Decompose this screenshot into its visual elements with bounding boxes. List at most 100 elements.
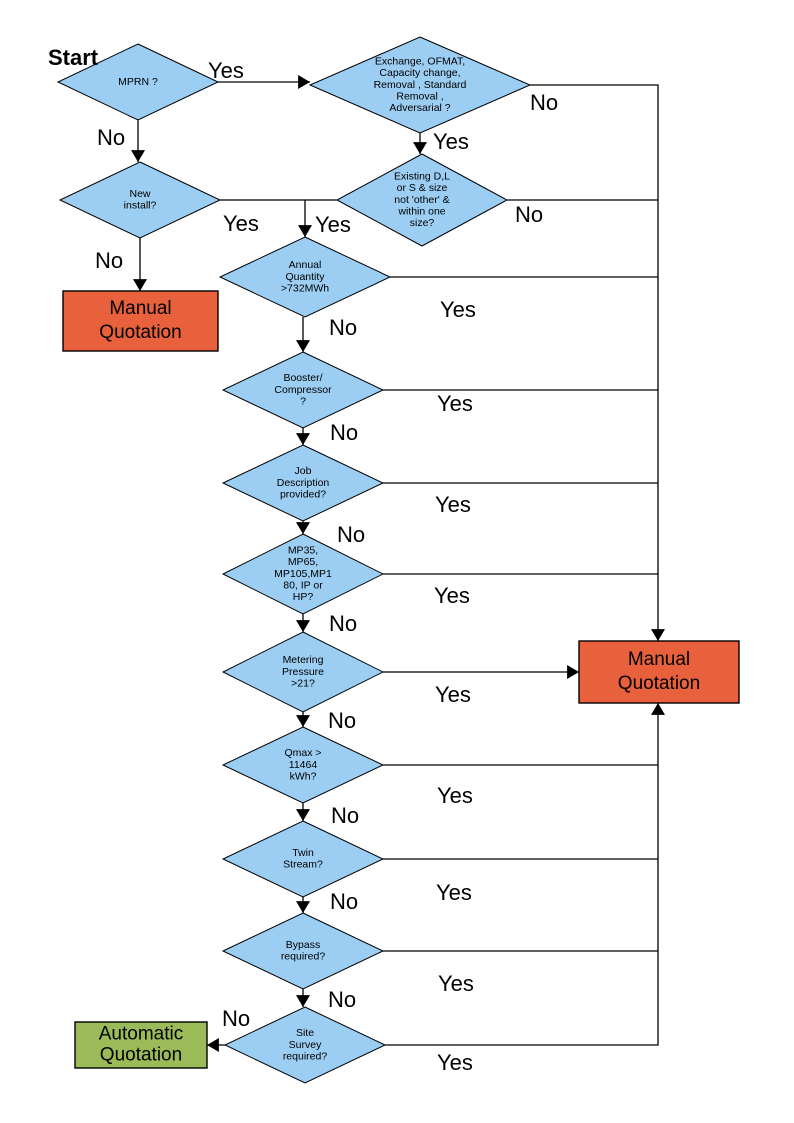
- edge-label-existing-dls-yes: Yes: [315, 212, 351, 237]
- terminal-text-line: Quotation: [100, 1045, 182, 1066]
- node-text-line: or S & size: [397, 182, 448, 194]
- node-text-line: MPRN ?: [118, 76, 158, 88]
- node-layer: MPRN ?Exchange, OFMAT,Capacity change,Re…: [56, 36, 740, 1084]
- decision-diamond: [221, 444, 385, 522]
- edge-label-booster-no: No: [330, 420, 358, 445]
- decision-diamond: [56, 43, 220, 121]
- edge-label-site-survey-no: No: [222, 1006, 250, 1031]
- terminal-text-line: Quotation: [99, 322, 181, 343]
- node-text-line: Metering: [283, 654, 324, 666]
- terminal-text-line: Quotation: [618, 673, 700, 694]
- node-text-line: Site: [296, 1027, 314, 1039]
- node-booster[interactable]: Booster/Compressor?: [221, 351, 385, 429]
- node-text-line: Capacity change,: [379, 67, 460, 79]
- edge-label-job-description-no: No: [337, 522, 365, 547]
- node-text-line: >21?: [291, 677, 315, 689]
- node-text-line: Qmax >: [284, 747, 321, 759]
- edge-label-mp-tier-no: No: [329, 611, 357, 636]
- decision-diamond: [221, 351, 385, 429]
- node-text-line: size?: [410, 217, 435, 229]
- edge-label-mprn-yes: Yes: [208, 58, 244, 83]
- edge-label-booster-yes: Yes: [437, 391, 473, 416]
- node-text-line: MP65,: [288, 556, 318, 568]
- node-text-line: required?: [283, 1050, 328, 1062]
- node-text-line: Quantity: [285, 271, 325, 283]
- edge-label-qmax-no: No: [331, 803, 359, 828]
- node-text-line: Twin: [292, 847, 314, 859]
- node-text-line: Adversarial ?: [389, 102, 450, 114]
- arrowhead-icon: [296, 809, 310, 821]
- node-text-line: Booster/: [283, 372, 322, 384]
- node-text-line: required?: [281, 951, 326, 963]
- node-text-line: within one: [397, 205, 445, 217]
- arrowhead-icon: [207, 1038, 219, 1052]
- edge-label-site-survey-yes: Yes: [437, 1050, 473, 1075]
- title-layer: Start: [48, 45, 99, 70]
- decision-diamond: [221, 533, 385, 615]
- arrowhead-icon: [651, 703, 665, 715]
- decision-diamond: [308, 36, 532, 134]
- decision-diamond: [335, 153, 509, 247]
- arrowhead-icon: [296, 433, 310, 445]
- terminal-text-line: Manual: [628, 649, 690, 670]
- edge-label-twin-stream-yes: Yes: [436, 880, 472, 905]
- edge-label-mprn-no: No: [97, 125, 125, 150]
- connector: [530, 84, 659, 641]
- terminal-text-line: Automatic: [99, 1024, 183, 1045]
- decision-diamond: [223, 1006, 387, 1084]
- edge-label-bypass-yes: Yes: [438, 971, 474, 996]
- edge-label-metering-pressure-yes: Yes: [435, 682, 471, 707]
- node-text-line: install?: [124, 200, 157, 212]
- node-text-line: 11464: [289, 759, 318, 771]
- node-text-line: Pressure: [282, 666, 324, 678]
- terminal-box: [74, 1021, 208, 1069]
- edge-label-metering-pressure-no: No: [328, 708, 356, 733]
- edge-label-mp-tier-yes: Yes: [434, 583, 470, 608]
- arrowhead-icon: [296, 620, 310, 632]
- terminal-text-line: Manual: [109, 298, 171, 319]
- node-text-line: Job: [295, 465, 312, 477]
- terminal-box: [578, 640, 740, 704]
- arrowhead-icon: [296, 901, 310, 913]
- node-text-line: MP105,MP1: [274, 568, 332, 580]
- decision-diamond: [221, 820, 385, 898]
- arrowhead-icon: [131, 150, 145, 162]
- arrowhead-icon: [133, 279, 147, 291]
- node-text-line: not 'other' &: [394, 194, 449, 206]
- node-text-line: Survey: [289, 1039, 322, 1051]
- node-text-line: kWh?: [290, 770, 317, 782]
- node-text-line: Removal , Standard: [374, 79, 467, 91]
- arrowhead-icon: [413, 142, 427, 154]
- node-text-line: Compressor: [274, 384, 332, 396]
- decision-diamond: [221, 726, 385, 804]
- node-text-line: Exchange, OFMAT,: [375, 56, 465, 68]
- arrowhead-icon: [296, 715, 310, 727]
- connector-layer: [131, 75, 665, 1052]
- node-exchange[interactable]: Exchange, OFMAT,Capacity change,Removal …: [308, 36, 532, 134]
- arrowhead-icon: [298, 75, 310, 89]
- node-text-line: Removal ,: [396, 90, 443, 102]
- edge-label-twin-stream-no: No: [330, 889, 358, 914]
- node-mprn[interactable]: MPRN ?: [56, 43, 220, 121]
- edge-label-exchange-yes: Yes: [433, 129, 469, 154]
- edge-label-annual-quantity-yes: Yes: [440, 297, 476, 322]
- arrowhead-icon: [296, 522, 310, 534]
- node-text-line: Existing D,L: [394, 171, 450, 183]
- edge-label-new-install-no: No: [95, 248, 123, 273]
- node-text-line: provided?: [280, 488, 326, 500]
- node-text-line: >732MWh: [281, 282, 329, 294]
